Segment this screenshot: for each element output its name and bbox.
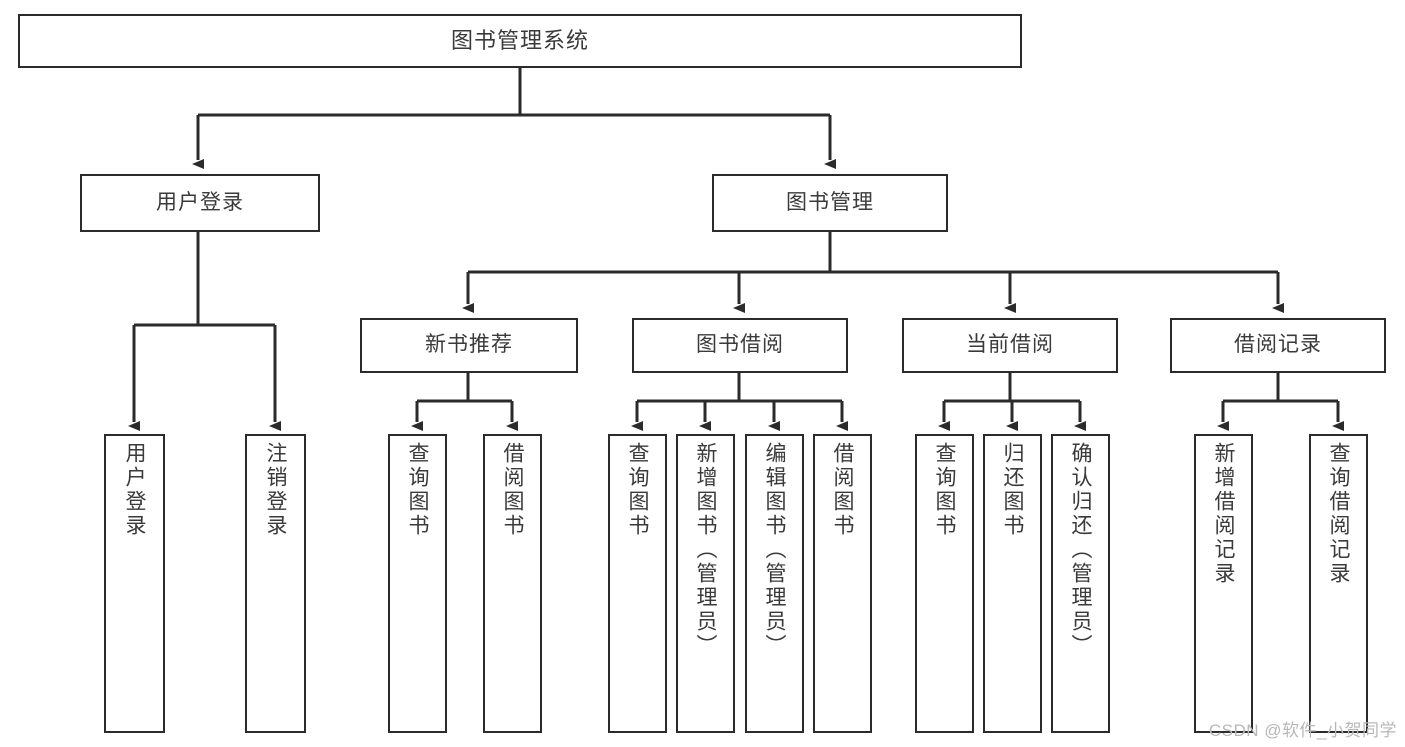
csdn-watermark: CSDN @软件_小贺同学 <box>1208 721 1397 740</box>
node-current-borrow-label: 当前借阅 <box>966 333 1054 357</box>
node-new-book-rec-label: 新书推荐 <box>425 333 513 357</box>
node-leaf-query-record-label: 查询借阅记录 <box>1327 442 1350 586</box>
node-leaf-query-book-2[interactable]: 查询图书 <box>608 434 667 733</box>
node-leaf-add-record[interactable]: 新增借阅记录 <box>1194 434 1253 733</box>
node-leaf-query-book-3[interactable]: 查询图书 <box>915 434 974 733</box>
node-leaf-user-logout-label: 注销登录 <box>264 442 287 538</box>
node-book-borrow-label: 图书借阅 <box>696 333 784 357</box>
node-leaf-query-record[interactable]: 查询借阅记录 <box>1309 434 1368 733</box>
node-leaf-return-book-label: 归还图书 <box>1001 442 1024 538</box>
node-leaf-confirm-return-label: 确认归还（管理员） <box>1069 442 1092 658</box>
node-leaf-edit-book-label: 编辑图书（管理员） <box>763 442 786 658</box>
node-leaf-borrow-book-1-label: 借阅图书 <box>501 442 524 538</box>
node-leaf-query-book-1[interactable]: 查询图书 <box>388 434 447 733</box>
node-leaf-user-login[interactable]: 用户登录 <box>104 434 165 733</box>
node-current-borrow[interactable]: 当前借阅 <box>902 318 1118 373</box>
node-root[interactable]: 图书管理系统 <box>18 14 1022 68</box>
node-leaf-add-record-label: 新增借阅记录 <box>1212 442 1235 586</box>
node-leaf-borrow-book-2-label: 借阅图书 <box>831 442 854 538</box>
node-leaf-user-login-label: 用户登录 <box>123 442 146 538</box>
node-user-login-label: 用户登录 <box>156 190 244 214</box>
node-leaf-confirm-return[interactable]: 确认归还（管理员） <box>1051 434 1110 733</box>
node-leaf-borrow-book-2[interactable]: 借阅图书 <box>813 434 872 733</box>
node-leaf-user-logout[interactable]: 注销登录 <box>245 434 306 733</box>
node-leaf-edit-book[interactable]: 编辑图书（管理员） <box>745 434 804 733</box>
node-leaf-borrow-book-1[interactable]: 借阅图书 <box>483 434 542 733</box>
node-book-borrow[interactable]: 图书借阅 <box>632 318 848 373</box>
node-borrow-record-label: 借阅记录 <box>1234 333 1322 357</box>
node-leaf-add-book-label: 新增图书（管理员） <box>694 442 717 658</box>
node-book-management[interactable]: 图书管理 <box>712 174 948 232</box>
node-leaf-query-book-3-label: 查询图书 <box>933 442 956 538</box>
node-user-login[interactable]: 用户登录 <box>80 174 320 232</box>
node-book-management-label: 图书管理 <box>786 190 874 214</box>
node-leaf-query-book-2-label: 查询图书 <box>626 442 649 538</box>
node-leaf-query-book-1-label: 查询图书 <box>406 442 429 538</box>
node-leaf-add-book[interactable]: 新增图书（管理员） <box>676 434 735 733</box>
node-new-book-rec[interactable]: 新书推荐 <box>360 318 578 373</box>
node-root-label: 图书管理系统 <box>450 28 589 54</box>
node-leaf-return-book[interactable]: 归还图书 <box>983 434 1042 733</box>
node-borrow-record[interactable]: 借阅记录 <box>1170 318 1386 373</box>
